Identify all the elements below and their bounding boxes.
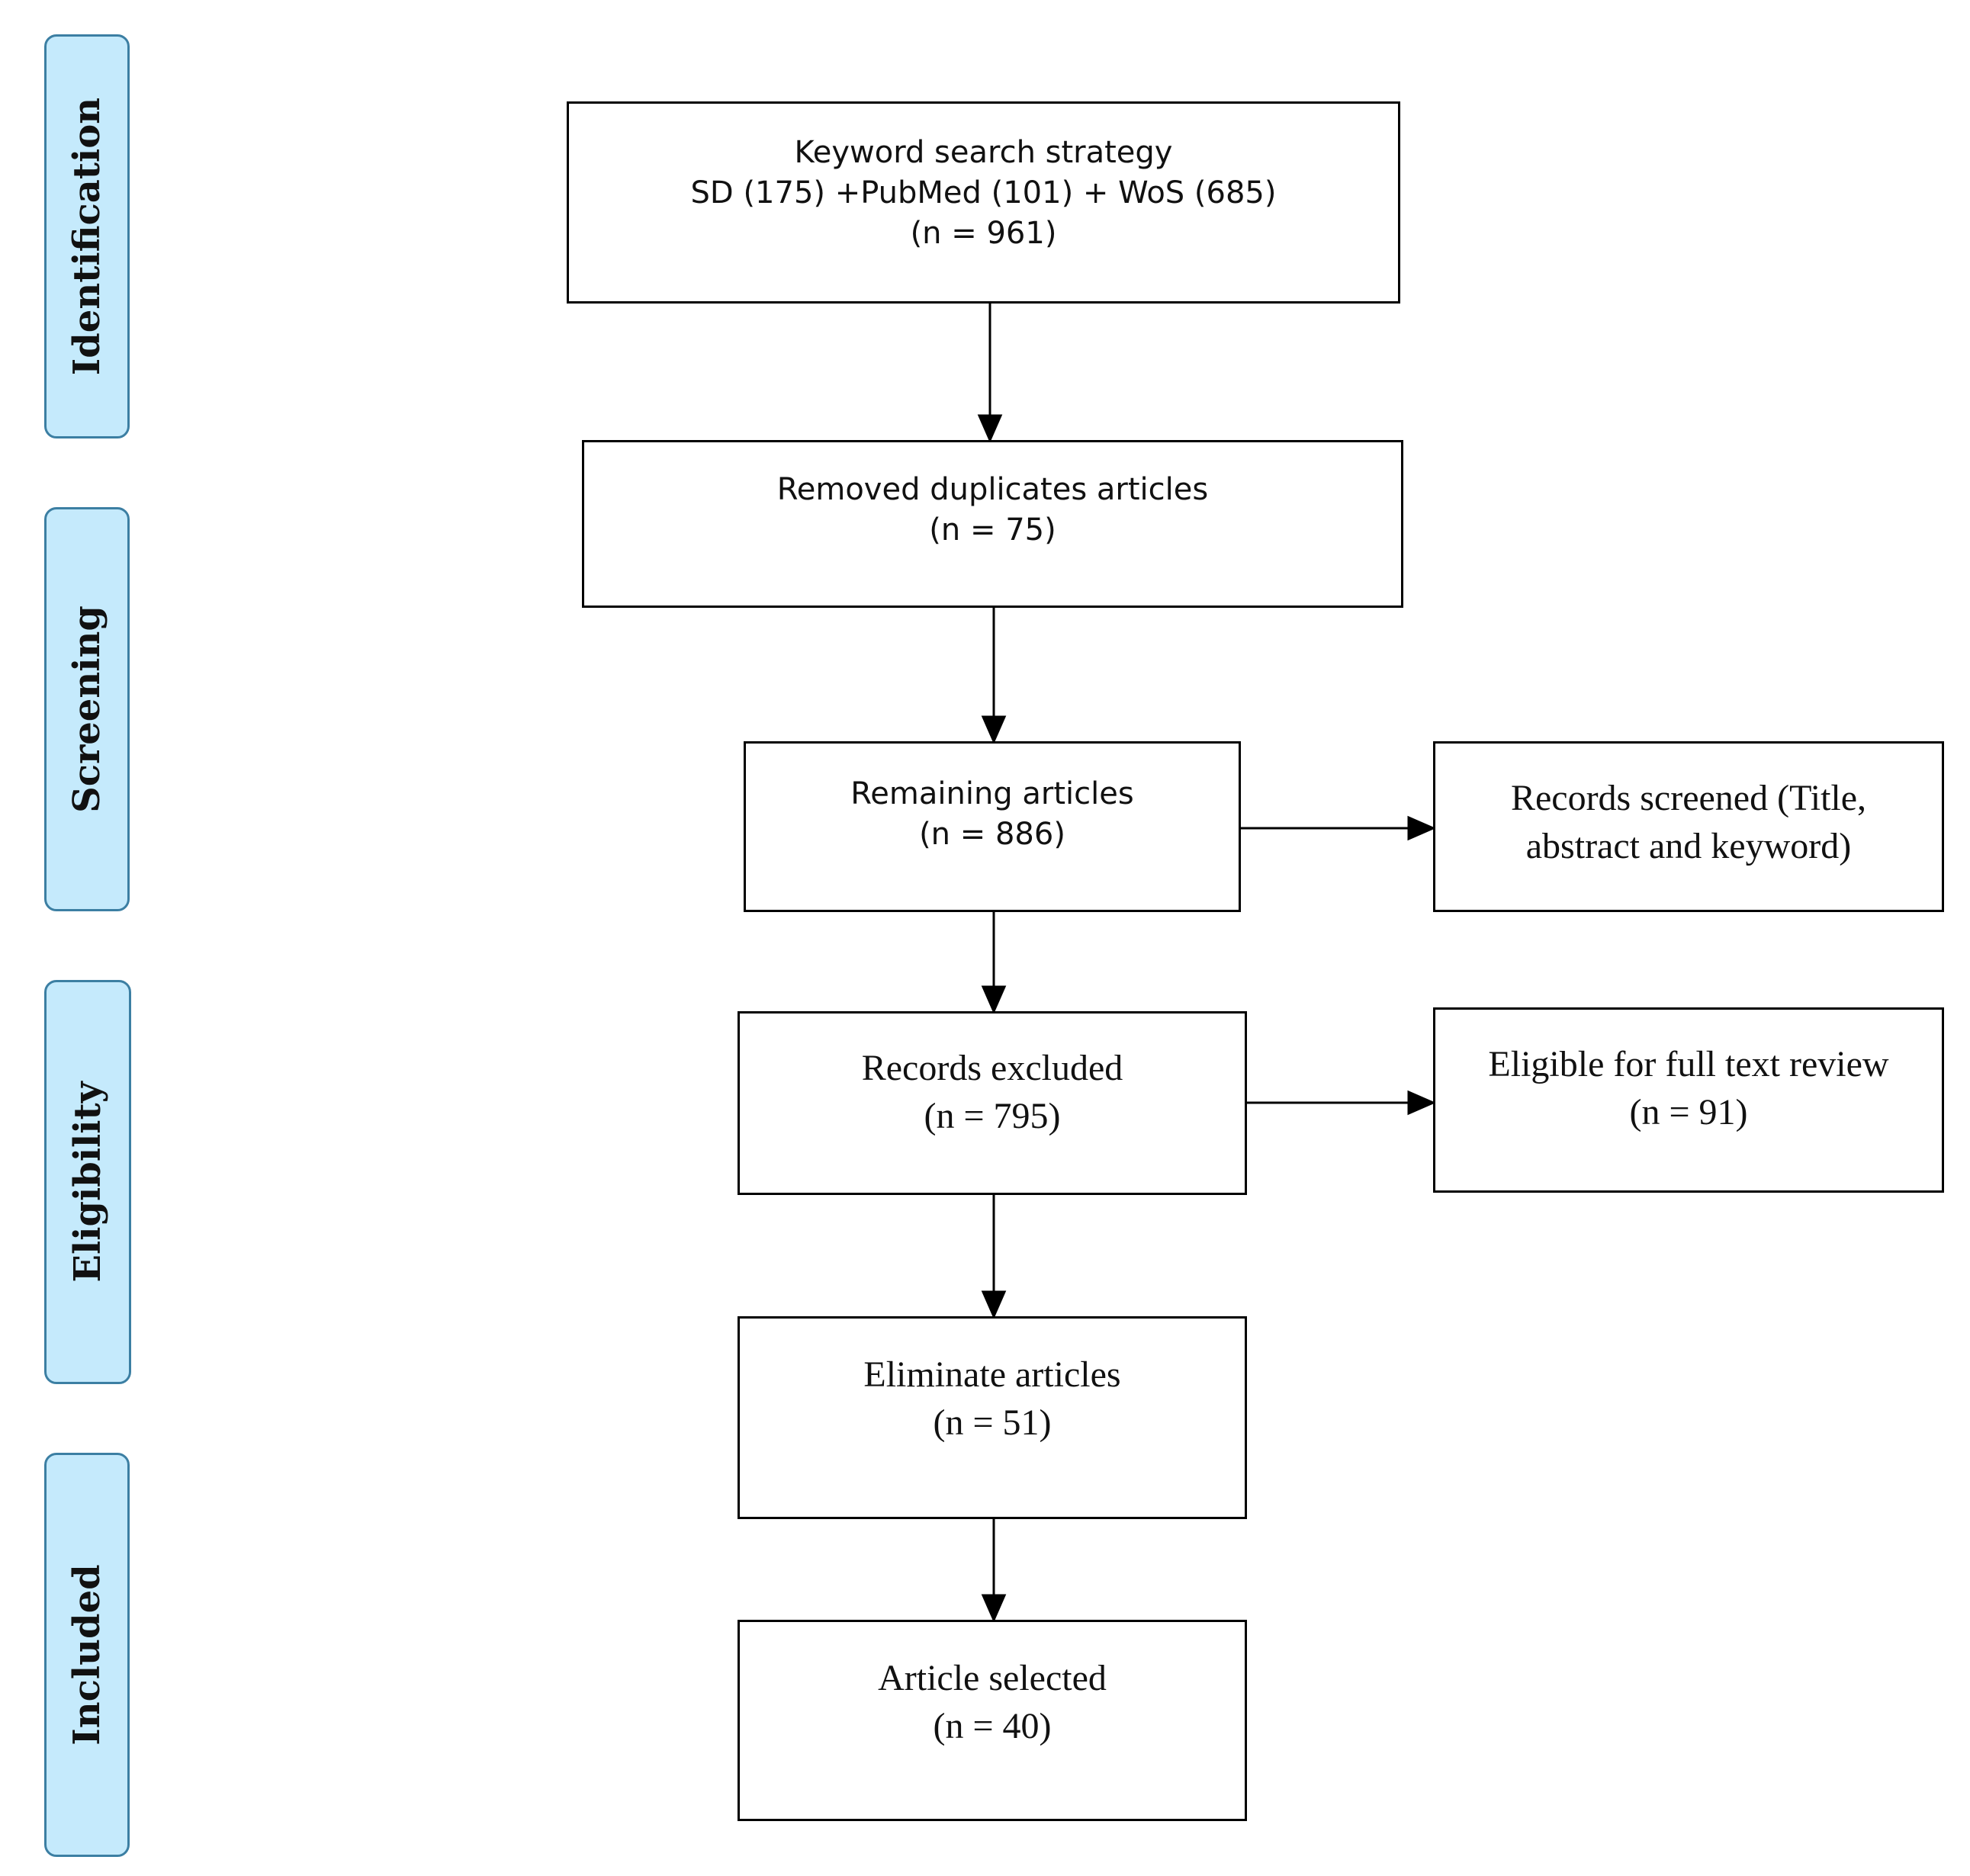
full-text-review-count: (n = 91) <box>1629 1092 1748 1133</box>
article-selected-count: (n = 40) <box>933 1706 1052 1747</box>
article-selected-box: Article selected (n = 40) <box>738 1620 1247 1821</box>
eliminate-articles-count: (n = 51) <box>933 1402 1052 1444</box>
search-strategy-sources: SD (175) +PubMed (101) + WoS (685) <box>690 175 1277 210</box>
records-excluded-count: (n = 795) <box>924 1096 1061 1137</box>
records-excluded-title: Records excluded <box>861 1048 1123 1088</box>
stage-identification: Identification <box>44 34 130 438</box>
stage-screening: Screening <box>44 507 130 911</box>
duplicates-count: (n = 75) <box>929 512 1056 548</box>
remaining-title: Remaining articles <box>850 776 1134 811</box>
eliminate-articles-box: Eliminate articles (n = 51) <box>738 1316 1247 1519</box>
search-strategy-count: (n = 961) <box>910 215 1057 251</box>
search-strategy-title: Keyword search strategy <box>794 135 1173 170</box>
full-text-review-box: Eligible for full text review (n = 91) <box>1433 1007 1944 1193</box>
records-screened-line1: Records screened (Title, <box>1510 778 1867 818</box>
arrow-head-screened <box>1407 815 1436 841</box>
arrow-head-remaining <box>981 715 1007 744</box>
remaining-box: Remaining articles (n = 886) <box>744 741 1241 912</box>
remaining-count: (n = 886) <box>919 816 1065 852</box>
records-screened-line2: abstract and keyword) <box>1525 826 1852 867</box>
arrow-head-eliminate <box>981 1290 1007 1319</box>
eliminate-articles-title: Eliminate articles <box>863 1354 1121 1395</box>
article-selected-title: Article selected <box>878 1658 1107 1698</box>
duplicates-box: Removed duplicates articles (n = 75) <box>582 440 1403 608</box>
duplicates-title: Removed duplicates articles <box>776 472 1209 507</box>
search-strategy-box: Keyword search strategy SD (175) +PubMed… <box>567 101 1400 304</box>
arrow-head-selected <box>981 1594 1007 1623</box>
stage-included: Included <box>44 1453 130 1857</box>
arrow-head-duplicates <box>977 414 1003 443</box>
records-excluded-box: Records excluded (n = 795) <box>738 1011 1247 1195</box>
records-screened-box: Records screened (Title, abstract and ke… <box>1433 741 1944 912</box>
arrow-head-excluded <box>981 985 1007 1014</box>
arrow-head-fulltext <box>1407 1090 1436 1116</box>
stage-eligibility: Eligibility <box>44 980 131 1384</box>
full-text-review-title: Eligible for full text review <box>1488 1044 1889 1084</box>
